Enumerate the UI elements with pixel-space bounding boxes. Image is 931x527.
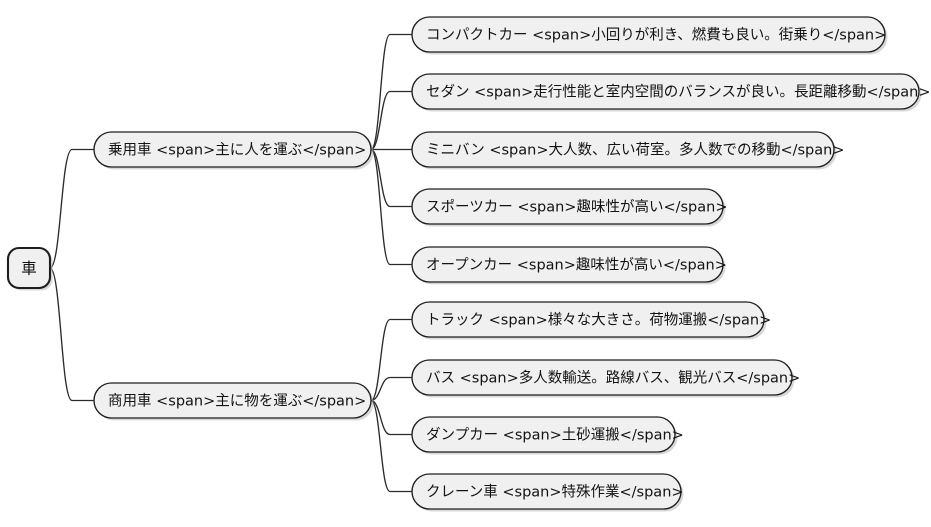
- node-box[interactable]: [411, 246, 724, 283]
- node-box[interactable]: [6, 246, 52, 290]
- edge-passenger-to-sportscar: [370, 148, 413, 208]
- node-label: オープンカー <span>趣味性が高い</span>: [426, 257, 727, 274]
- node-box[interactable]: [411, 473, 682, 510]
- mindmap-leaf-node-opencar[interactable]: オープンカー <span>趣味性が高い</span>: [411, 246, 727, 285]
- edge-passenger-to-compact: [370, 33, 413, 151]
- edge-passenger-to-sedan: [370, 90, 413, 151]
- node-box[interactable]: [93, 382, 372, 419]
- node-box[interactable]: [411, 131, 835, 168]
- node-box[interactable]: [411, 16, 886, 53]
- node-label: ミニバン <span>大人数、広い荷室。多人数での移動</span>: [426, 142, 844, 159]
- node-box[interactable]: [411, 359, 793, 396]
- edge-passenger-to-opencar: [370, 148, 413, 266]
- edge-root-to-passenger: [49, 148, 95, 269]
- nodes-layer: 車 乗用車 <span>主に人を運ぶ</span> コンパクトカー <span>小回…: [6, 16, 930, 512]
- node-label: スポーツカー <span>趣味性が高い</span>: [426, 199, 727, 216]
- node-label: トラック <span>様々な大きさ。荷物運搬</span>: [426, 312, 771, 329]
- edge-commercial-to-crane: [370, 399, 413, 493]
- node-label: セダン <span>走行性能と室内空間のバランスが良い。長距離移動</span>: [426, 83, 930, 101]
- node-label: 商用車 <span>主に物を運ぶ</span>: [108, 393, 366, 410]
- mindmap-leaf-node-minivan[interactable]: ミニバン <span>大人数、広い荷室。多人数での移動</span>: [411, 131, 844, 170]
- edge-commercial-to-dumptruck: [370, 399, 413, 436]
- mindmap-leaf-node-crane[interactable]: クレーン車 <span>特殊作業</span>: [411, 473, 684, 512]
- mindmap-leaf-node-bus[interactable]: バス <span>多人数輸送。路線バス、観光バス</span>: [411, 359, 800, 398]
- node-box[interactable]: [93, 131, 372, 168]
- mindmap-branch-node-commercial[interactable]: 商用車 <span>主に物を運ぶ</span>: [93, 382, 374, 421]
- node-box[interactable]: [411, 188, 724, 225]
- node-label: バス <span>多人数輸送。路線バス、観光バス</span>: [426, 370, 800, 387]
- node-box[interactable]: [411, 416, 676, 453]
- node-box[interactable]: [411, 301, 765, 338]
- mindmap-leaf-node-dumptruck[interactable]: ダンプカー <span>土砂運搬</span>: [411, 416, 684, 455]
- node-label: クレーン車 <span>特殊作業</span>: [426, 484, 684, 501]
- node-label: 乗用車 <span>主に人を運ぶ</span>: [108, 142, 366, 159]
- node-label: ダンプカー <span>土砂運搬</span>: [426, 427, 684, 444]
- mindmap-leaf-node-sportscar[interactable]: スポーツカー <span>趣味性が高い</span>: [411, 188, 727, 227]
- mindmap-root-node[interactable]: 車: [6, 246, 53, 291]
- node-label: 車: [21, 260, 37, 278]
- edge-commercial-to-truck: [370, 318, 413, 402]
- mindmap-leaf-node-compact[interactable]: コンパクトカー <span>小回りが利き、燃費も良い。街乗り</span>: [411, 16, 888, 55]
- edge-commercial-to-bus: [370, 376, 413, 402]
- edges-layer: [49, 33, 413, 493]
- mindmap-branch-node-passenger[interactable]: 乗用車 <span>主に人を運ぶ</span>: [93, 131, 374, 170]
- edge-root-to-commercial: [49, 267, 95, 402]
- node-box[interactable]: [411, 73, 920, 110]
- mindmap-leaf-node-sedan[interactable]: セダン <span>走行性能と室内空間のバランスが良い。長距離移動</span>: [411, 73, 930, 112]
- node-label: コンパクトカー <span>小回りが利き、燃費も良い。街乗り</span>: [426, 26, 886, 44]
- mindmap-leaf-node-truck[interactable]: トラック <span>様々な大きさ。荷物運搬</span>: [411, 301, 771, 340]
